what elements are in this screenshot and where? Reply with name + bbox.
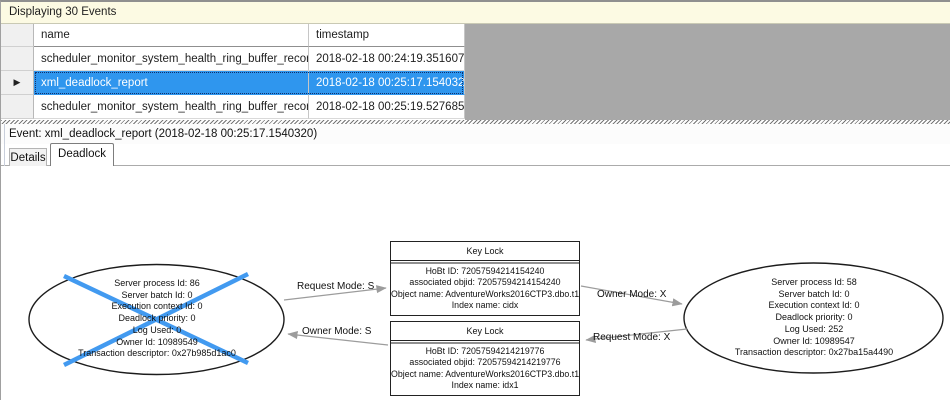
process-attr: Deadlock priority: 0 bbox=[775, 312, 853, 323]
resource-attr: HoBt ID: 72057594214219776 bbox=[425, 346, 545, 356]
details-tab-strip: Details Deadlock bbox=[1, 143, 950, 166]
process-node-right[interactable]: Server process Id: 58 Server batch Id: 0… bbox=[689, 277, 939, 359]
row-selector-cell[interactable]: ▶ bbox=[1, 71, 34, 95]
current-row-arrow-icon: ▶ bbox=[13, 77, 21, 87]
event-name-cell[interactable]: xml_deadlock_report bbox=[34, 71, 309, 95]
edge-owner-x bbox=[580, 285, 683, 307]
resource-attr: Index name: idx1 bbox=[451, 380, 519, 391]
pane-splitter[interactable] bbox=[1, 120, 950, 124]
event-name-cell[interactable]: scheduler_monitor_system_health_ring_buf… bbox=[34, 47, 309, 71]
row-selector-cell[interactable] bbox=[1, 47, 34, 71]
edge-request-x bbox=[585, 328, 688, 344]
edge-label-request-x: Request Mode: X bbox=[593, 332, 671, 343]
deadlock-graph-shapes bbox=[28, 262, 944, 376]
resource-attr: associated objid: 72057594214219776 bbox=[409, 357, 561, 368]
edge-label-request-s: Request Mode: S bbox=[297, 281, 375, 292]
resource-attr: Object name: AdventureWorks2016CTP3.dbo.… bbox=[391, 368, 580, 379]
resource-node-keylock-top[interactable]: Key Lock HoBt ID: 72057594214154240 asso… bbox=[390, 241, 580, 316]
victim-cross-line bbox=[63, 271, 249, 368]
events-table: name timestamp scheduler_monitor_system_… bbox=[1, 24, 465, 120]
resource-title: Key Lock bbox=[391, 242, 579, 261]
event-header-line: Event: xml_deadlock_report (2018-02-18 0… bbox=[1, 124, 950, 144]
events-table-header: name timestamp bbox=[1, 24, 465, 47]
resource-title: Key Lock bbox=[391, 322, 579, 341]
tab-details[interactable]: Details bbox=[9, 148, 47, 166]
process-attr: Transaction descriptor: 0x27ba15a4490 bbox=[734, 347, 894, 358]
process-attr: Server process Id: 86 bbox=[114, 278, 200, 288]
table-row[interactable]: scheduler_monitor_system_health_ring_buf… bbox=[1, 47, 465, 71]
column-header-timestamp[interactable]: timestamp bbox=[309, 24, 465, 47]
edge-label-owner-x: Owner Mode: X bbox=[597, 289, 667, 300]
resource-attr: Index name: cidx bbox=[451, 300, 519, 311]
tab-deadlock[interactable]: Deadlock bbox=[50, 143, 114, 166]
resource-node-keylock-bottom[interactable]: Key Lock HoBt ID: 72057594214219776 asso… bbox=[390, 321, 580, 396]
event-timestamp-cell[interactable]: 2018-02-18 00:25:17.1540320 bbox=[309, 71, 465, 95]
row-selector-cell[interactable] bbox=[1, 95, 34, 119]
table-row[interactable]: scheduler_monitor_system_health_ring_buf… bbox=[1, 95, 465, 119]
resource-attr: HoBt ID: 72057594214154240 bbox=[425, 266, 545, 276]
events-count-text: Displaying 30 Events bbox=[9, 6, 117, 18]
table-row-selected[interactable]: ▶ xml_deadlock_report 2018-02-18 00:25:1… bbox=[1, 71, 465, 95]
process-attr: Server process Id: 58 bbox=[771, 277, 857, 287]
process-attr: Execution context Id: 0 bbox=[111, 301, 203, 312]
process-attr: Transaction descriptor: 0x27b985d1ac0 bbox=[78, 348, 236, 359]
process-attr: Execution context Id: 0 bbox=[768, 300, 860, 311]
events-grid-region: name timestamp scheduler_monitor_system_… bbox=[1, 24, 950, 120]
tab-strip-baseline bbox=[1, 165, 950, 166]
event-timestamp-cell[interactable]: 2018-02-18 00:25:19.5276859 bbox=[309, 95, 465, 119]
edge-owner-s bbox=[287, 330, 389, 346]
process-attr: Owner Id: 10989549 bbox=[116, 336, 198, 347]
deadlock-graph-pane: Server process Id: 86 Server batch Id: 0… bbox=[1, 166, 950, 400]
resource-attr: associated objid: 72057594214154240 bbox=[409, 277, 561, 288]
event-header-text: Event: xml_deadlock_report (2018-02-18 0… bbox=[9, 128, 318, 140]
process-node-right-ellipse[interactable] bbox=[683, 262, 944, 374]
process-attr: Owner Id: 10989547 bbox=[773, 335, 855, 346]
process-attr: Server batch Id: 0 bbox=[778, 288, 850, 299]
event-name-cell[interactable]: scheduler_monitor_system_health_ring_buf… bbox=[34, 95, 309, 119]
process-attr: Server batch Id: 0 bbox=[121, 289, 193, 300]
edge-request-s bbox=[283, 285, 387, 301]
row-selector-header-cell bbox=[1, 24, 34, 47]
resource-attr: Object name: AdventureWorks2016CTP3.dbo.… bbox=[391, 288, 580, 299]
process-attr: Log Used: 0 bbox=[132, 324, 182, 335]
edge-label-owner-s: Owner Mode: S bbox=[302, 326, 372, 337]
process-node-left[interactable]: Server process Id: 86 Server batch Id: 0… bbox=[37, 278, 277, 360]
column-header-name[interactable]: name bbox=[34, 24, 309, 47]
process-attr: Deadlock priority: 0 bbox=[118, 313, 196, 324]
events-count-bar: Displaying 30 Events bbox=[1, 2, 950, 24]
process-attr: Log Used: 252 bbox=[784, 323, 844, 334]
event-timestamp-cell[interactable]: 2018-02-18 00:24:19.3516078 bbox=[309, 47, 465, 71]
